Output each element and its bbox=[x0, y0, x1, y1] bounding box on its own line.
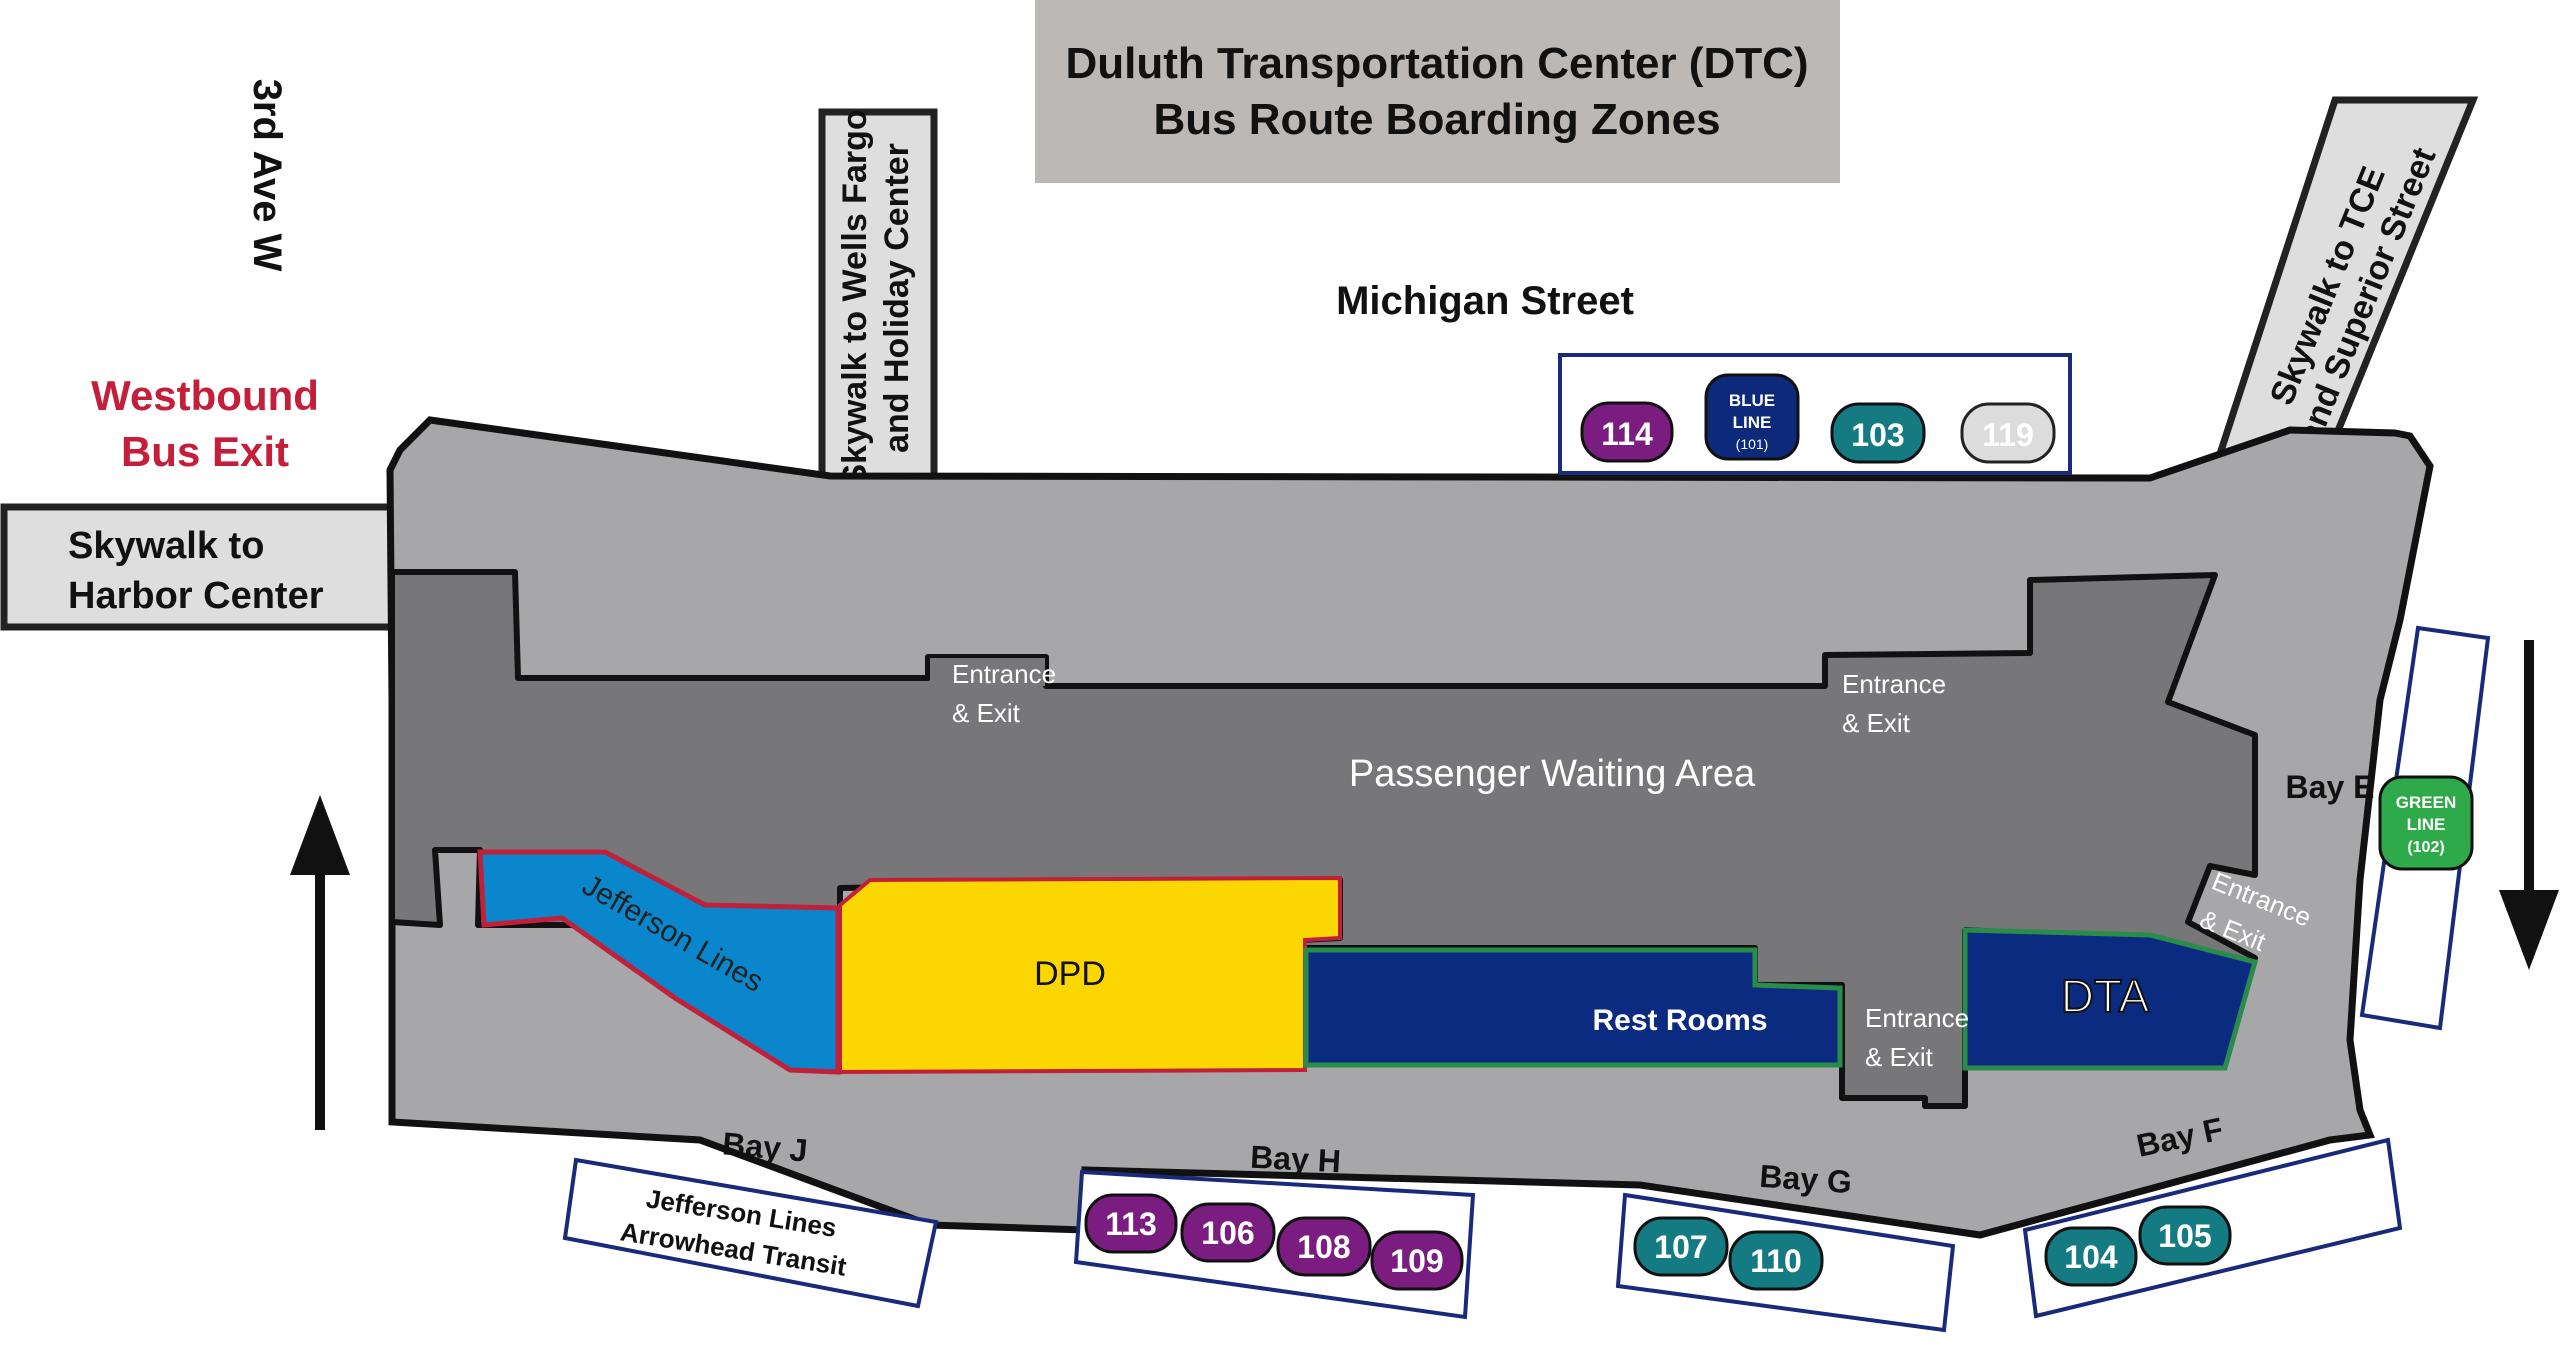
bay-g-label: Bay G bbox=[1758, 1158, 1853, 1200]
route-108[interactable]: 108 bbox=[1276, 1216, 1372, 1277]
route-114-label: 114 bbox=[1601, 416, 1653, 452]
blue-line-label-1: BLUE bbox=[1729, 391, 1775, 410]
dta-label: DTA bbox=[2061, 970, 2150, 1022]
michigan-street-label: Michigan Street bbox=[1336, 279, 1634, 323]
skywalk-wells-line1: Skywalk to Wells Fargo bbox=[836, 109, 874, 486]
entrance-exit-1-line2: & Exit bbox=[952, 698, 1021, 728]
dta-area bbox=[1962, 927, 2259, 1071]
route-107-label: 107 bbox=[1654, 1229, 1707, 1265]
route-110[interactable]: 110 bbox=[1728, 1230, 1824, 1291]
skywalk-harbor-line2: Harbor Center bbox=[68, 575, 324, 617]
entrance-notch-1 bbox=[930, 658, 1045, 686]
bay-h-route-box bbox=[1073, 1169, 1476, 1320]
route-109[interactable]: 109 bbox=[1370, 1230, 1464, 1291]
route-114[interactable]: 114 bbox=[1580, 401, 1674, 463]
green-line-label-1: GREEN bbox=[2396, 793, 2456, 812]
route-107[interactable]: 107 bbox=[1633, 1216, 1729, 1277]
route-104[interactable]: 104 bbox=[2044, 1226, 2138, 1287]
dpd-label: DPD bbox=[1034, 955, 1106, 993]
blue-line-label-2: LINE bbox=[1733, 413, 1772, 432]
skywalk-wells-line2: and Holiday Center bbox=[878, 143, 916, 453]
route-113[interactable]: 113 bbox=[1084, 1193, 1178, 1254]
entrance-exit-3-line1: Entrance bbox=[1865, 1003, 1969, 1033]
third-ave-label: 3rd Ave W bbox=[245, 79, 289, 272]
jefferson-lines-area bbox=[477, 849, 841, 1075]
rest-rooms-label: Rest Rooms bbox=[1592, 1004, 1767, 1037]
skywalk-harbor-line1: Skywalk to bbox=[68, 525, 264, 567]
entrance-exit-1-line1: Entrance bbox=[952, 659, 1056, 689]
route-blue-line[interactable]: BLUE LINE (101) bbox=[1704, 373, 1800, 461]
route-106-label: 106 bbox=[1201, 1215, 1254, 1251]
route-108-label: 108 bbox=[1297, 1229, 1350, 1265]
blue-line-label-3: (101) bbox=[1736, 436, 1769, 452]
up-arrow-icon bbox=[290, 795, 350, 1130]
route-106[interactable]: 106 bbox=[1180, 1202, 1276, 1263]
rest-rooms-area bbox=[1303, 947, 1843, 1068]
route-109-label: 109 bbox=[1390, 1243, 1443, 1279]
westbound-exit-line1: Westbound bbox=[91, 372, 319, 419]
entrance-exit-2-line2: & Exit bbox=[1842, 708, 1911, 738]
green-line-label-2: LINE bbox=[2407, 815, 2446, 834]
bay-h-label: Bay H bbox=[1249, 1139, 1341, 1180]
title-box bbox=[1035, 0, 1840, 183]
entrance-exit-2-line1: Entrance bbox=[1842, 669, 1946, 699]
bay-e-label: Bay E bbox=[2286, 769, 2375, 805]
map-title-line2: Bus Route Boarding Zones bbox=[1153, 95, 1720, 144]
entrance-exit-3-line2: & Exit bbox=[1865, 1042, 1934, 1072]
green-line-label-3: (102) bbox=[2407, 839, 2444, 856]
dpd-area bbox=[838, 875, 1342, 1075]
route-104-label: 104 bbox=[2064, 1239, 2118, 1275]
route-113-label: 113 bbox=[1105, 1206, 1157, 1242]
bay-j-label: Bay J bbox=[721, 1125, 809, 1168]
map-title-line1: Duluth Transportation Center (DTC) bbox=[1065, 39, 1808, 88]
route-110-label: 110 bbox=[1750, 1243, 1802, 1279]
route-105-label: 105 bbox=[2158, 1218, 2211, 1254]
route-103[interactable]: 103 bbox=[1830, 402, 1926, 464]
route-119[interactable]: 119 bbox=[1960, 402, 2056, 464]
route-105[interactable]: 105 bbox=[2138, 1205, 2232, 1266]
waiting-area-label: Passenger Waiting Area bbox=[1349, 753, 1756, 795]
route-103-label: 103 bbox=[1851, 417, 1904, 453]
bay-j-route-box bbox=[562, 1157, 939, 1309]
route-119-label: 119 bbox=[1982, 417, 2034, 453]
down-arrow-icon bbox=[2499, 640, 2559, 970]
westbound-exit-line2: Bus Exit bbox=[121, 428, 289, 475]
skywalk-harbor-center bbox=[0, 503, 396, 631]
route-green-line[interactable]: GREEN LINE (102) bbox=[2378, 775, 2474, 871]
